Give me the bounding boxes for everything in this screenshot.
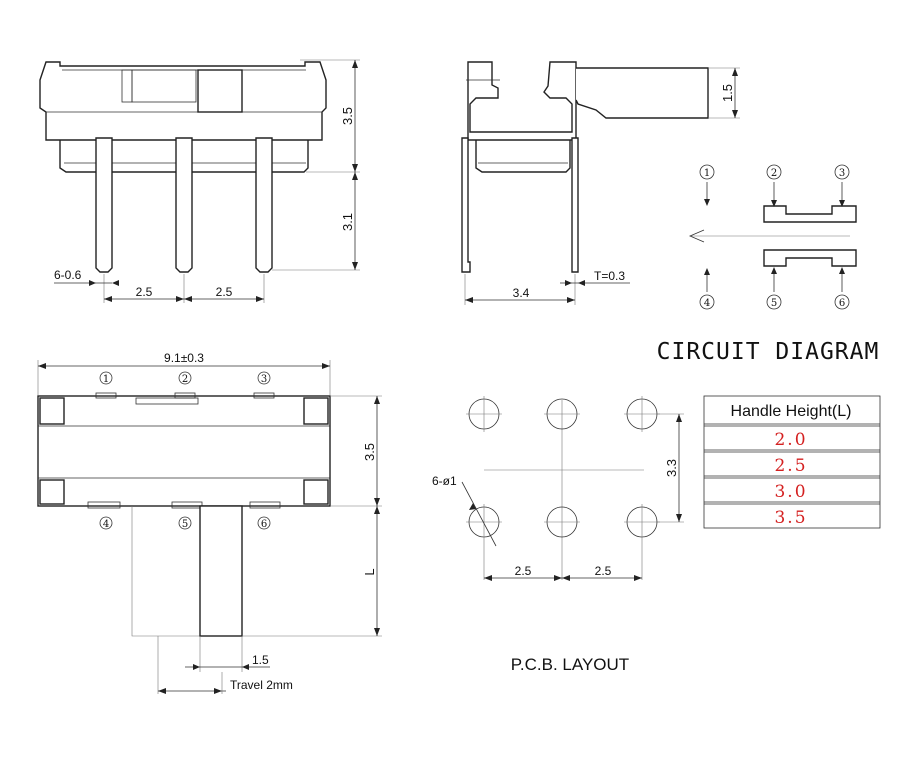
side-dim-width: 3.4 xyxy=(513,286,530,300)
top-dim-length: 9.1±0.3 xyxy=(164,351,204,365)
circuit-contact-top xyxy=(763,205,857,223)
front-pin-1 xyxy=(95,137,113,273)
front-pin-3 xyxy=(255,137,273,273)
table-value-3: 3.0 xyxy=(774,482,807,502)
pcb-hole-2 xyxy=(544,398,580,430)
handle-height-table: Handle Height(L) 2.0 2.5 3.0 3.5 xyxy=(703,395,881,529)
circuit-symbol: 1 2 3 4 5 6 xyxy=(688,164,857,310)
top-pin-label-1: 1 xyxy=(103,374,109,385)
front-pin-2 xyxy=(175,137,193,273)
circuit-contact-bottom xyxy=(763,249,857,267)
top-body-outline xyxy=(37,395,331,507)
front-actuator xyxy=(197,69,243,113)
table-value-2: 2.5 xyxy=(774,456,807,476)
circuit-label-2: 2 xyxy=(771,168,777,179)
pcb-dim-holes: 6-ø1 xyxy=(432,474,457,488)
top-dim-height: 3.5 xyxy=(362,443,377,461)
table-value-4: 3.5 xyxy=(774,508,807,528)
circuit-label-6: 6 xyxy=(839,298,845,309)
top-dim-handle-width: 1.5 xyxy=(252,653,269,667)
top-dim-travel: Travel 2mm xyxy=(230,678,293,692)
top-pin-label-4: 4 xyxy=(103,519,109,530)
top-pin-label-3: 3 xyxy=(261,374,267,385)
top-pin-label-5: 5 xyxy=(182,519,188,530)
front-dim-height: 3.5 xyxy=(340,107,355,125)
side-handle xyxy=(575,67,709,119)
circuit-title: CIRCUIT DIAGRAM xyxy=(657,339,880,365)
front-dim-pitch-right: 2.5 xyxy=(216,285,233,299)
pcb-dim-pitch-right: 2.5 xyxy=(595,564,612,578)
top-handle xyxy=(199,505,243,637)
circuit-label-3: 3 xyxy=(839,168,845,179)
pcb-hole-3 xyxy=(624,396,660,432)
pcb-hole-1 xyxy=(466,396,502,432)
circuit-label-5: 5 xyxy=(771,298,777,309)
top-pin-label-6: 6 xyxy=(261,519,267,530)
pcb-hole-6 xyxy=(624,504,660,580)
pcb-dim-pitch-left: 2.5 xyxy=(515,564,532,578)
side-dim-thickness: T=0.3 xyxy=(594,269,625,283)
circuit-label-1: 1 xyxy=(704,168,710,179)
top-dim-handle: L xyxy=(362,568,377,575)
pcb-dim-row-spacing: 3.3 xyxy=(664,459,679,477)
table-header: Handle Height(L) xyxy=(731,403,852,420)
front-dim-pitch-left: 2.5 xyxy=(136,285,153,299)
front-dim-pin-length: 3.1 xyxy=(340,213,355,231)
side-body-outline xyxy=(467,61,577,141)
pcb-hole-4 xyxy=(466,504,502,580)
table-value-1: 2.0 xyxy=(774,430,807,450)
front-view: 3.5 3.1 6-0.6 2.5 2.5 xyxy=(39,59,360,303)
top-pin-label-2: 2 xyxy=(182,374,188,385)
pcb-title: P.C.B. LAYOUT xyxy=(511,655,629,674)
circuit-label-4: 4 xyxy=(704,298,710,309)
pcb-hole-5 xyxy=(544,506,580,538)
front-body-outline xyxy=(39,61,327,141)
pcb-layout: 6-ø1 3.3 2.5 2.5 xyxy=(432,396,684,581)
front-dim-pin: 6-0.6 xyxy=(54,268,82,282)
top-view: 9.1±0.3 1 2 3 4 5 6 xyxy=(37,351,382,694)
side-dim-handle: 1.5 xyxy=(720,84,735,102)
side-view: 1.5 3.4 T=0.3 xyxy=(461,61,740,305)
